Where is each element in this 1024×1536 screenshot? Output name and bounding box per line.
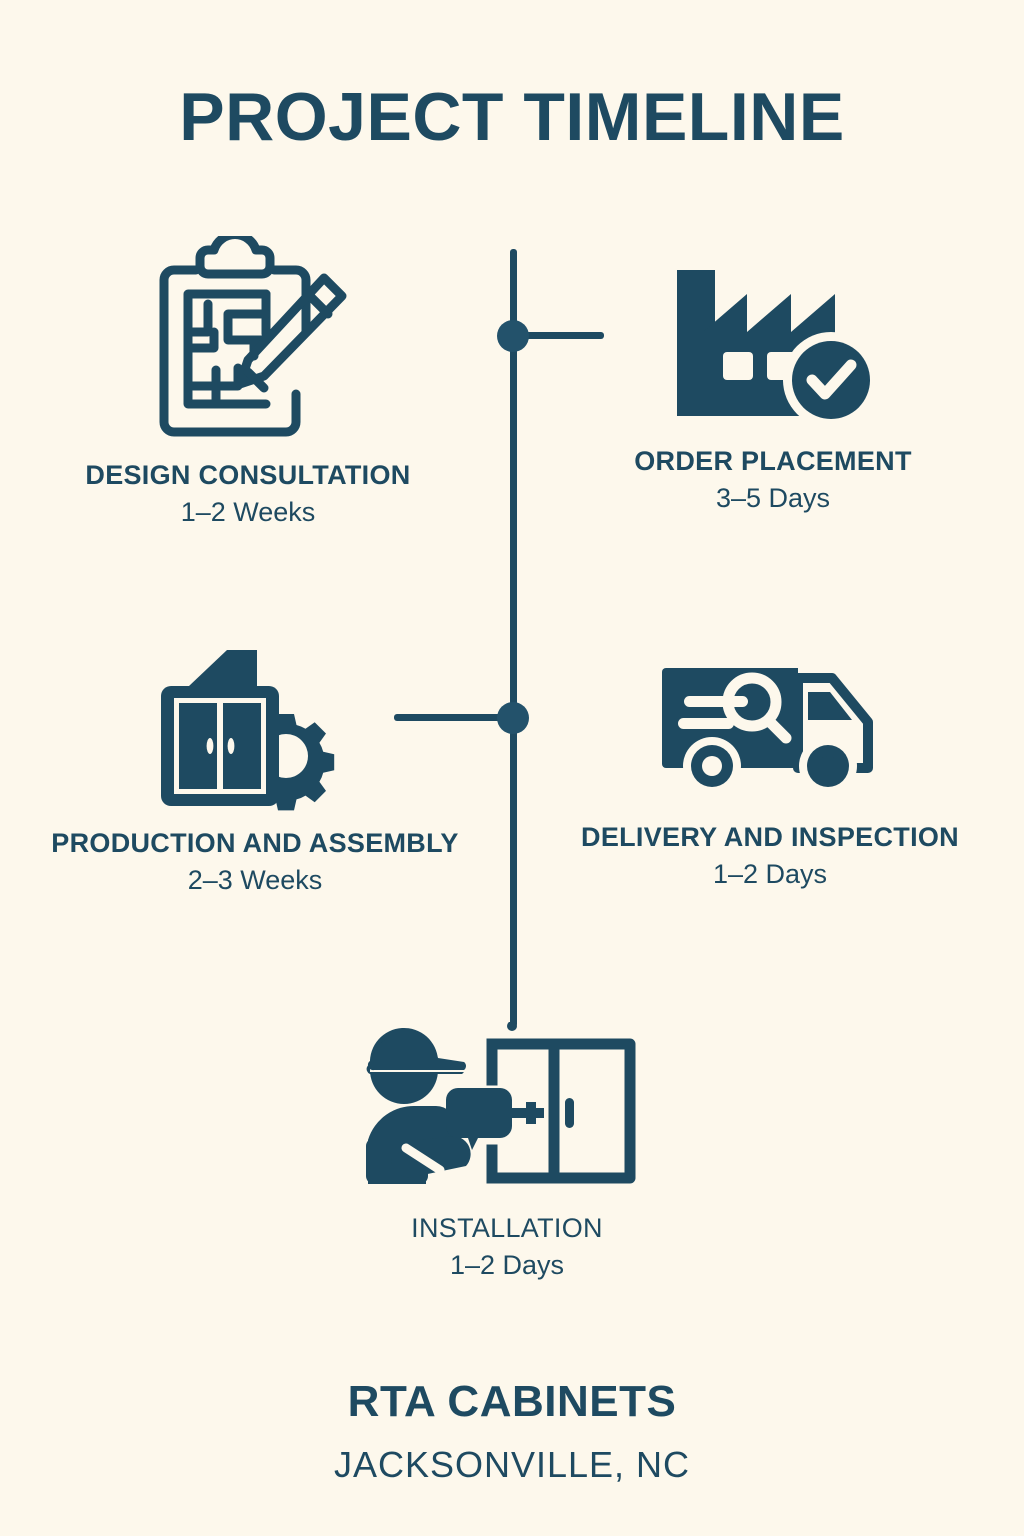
step-duration: 2–3 Weeks xyxy=(187,864,323,895)
step-label: DELIVERY AND INSPECTION xyxy=(581,822,959,852)
timeline-node-1 xyxy=(497,320,529,352)
page-title: PROJECT TIMELINE xyxy=(179,79,845,155)
step-design-consultation: DESIGN CONSULTATION 1–2 Weeks xyxy=(18,236,478,528)
step-label: DESIGN CONSULTATION xyxy=(85,460,411,490)
step-order-placement: ORDER PLACEMENT 3–5 Days xyxy=(548,258,998,514)
footer-brand: RTA CABINETS xyxy=(347,1377,677,1426)
footer-location: JACKSONVILLE, NC xyxy=(333,1444,691,1485)
icon-wrap xyxy=(548,258,998,430)
icon-wrap xyxy=(40,640,470,812)
step-delivery-and-inspection: DELIVERY AND INSPECTION 1–2 Days xyxy=(570,648,970,890)
step-duration: 1–2 Weeks xyxy=(180,496,316,527)
timeline-node-2 xyxy=(497,702,529,734)
timeline-branch-right xyxy=(520,332,604,339)
delivery-truck-magnifier-icon xyxy=(662,668,873,795)
step-label: ORDER PLACEMENT xyxy=(634,446,912,476)
timeline-spine xyxy=(510,249,517,1027)
step-duration: 1–2 Days xyxy=(449,1249,565,1280)
clipboard-blueprint-pencil-icon xyxy=(159,236,347,437)
step-production-and-assembly: PRODUCTION AND ASSEMBLY 2–3 Weeks xyxy=(40,640,470,896)
icon-wrap xyxy=(570,648,970,806)
icon-wrap xyxy=(18,236,478,444)
timeline-branch-left xyxy=(394,714,516,721)
worker-drill-cabinet-icon xyxy=(366,1022,636,1184)
factory-check-icon xyxy=(676,270,879,428)
icon-wrap xyxy=(292,1022,722,1197)
step-installation: INSTALLATION 1–2 Days xyxy=(292,1022,722,1281)
cabinet-gear-icon xyxy=(161,650,335,811)
step-label: PRODUCTION AND ASSEMBLY xyxy=(51,828,459,858)
step-duration: 1–2 Days xyxy=(712,858,828,889)
step-duration: 3–5 Days xyxy=(715,482,831,513)
step-label: INSTALLATION xyxy=(411,1213,603,1243)
